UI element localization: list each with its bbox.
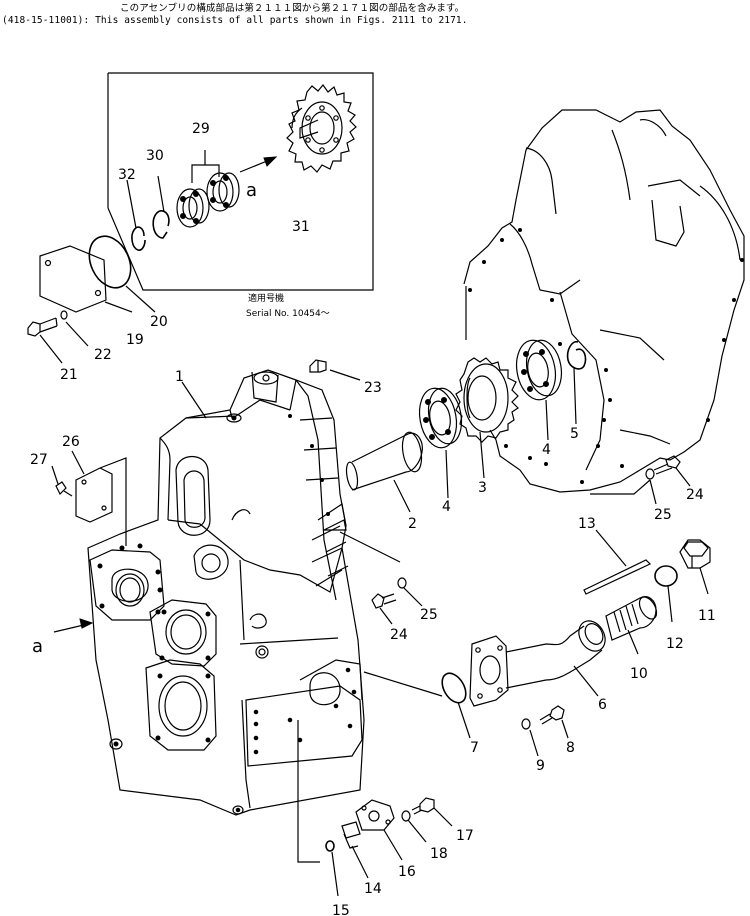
callout-6: 6 xyxy=(598,697,607,713)
drain-plug-assembly xyxy=(297,720,453,897)
header-note-jp: このアセンブリの構成部品は第２１１１図から第２１７１図の部品を含みます。 xyxy=(120,3,465,14)
callout-31: 31 xyxy=(292,219,310,235)
dowel-pin-23 xyxy=(309,359,361,381)
cover-26-screw-27 xyxy=(51,450,127,546)
level-gauge-13 xyxy=(583,529,652,595)
callout-21: 21 xyxy=(60,367,78,383)
filler-pipe-6 xyxy=(469,620,606,707)
bolt-24-washer-25-upper xyxy=(590,455,691,505)
gasket-12 xyxy=(654,565,678,623)
gear-3 xyxy=(455,357,519,479)
callout-16: 16 xyxy=(398,864,416,880)
view-arrow-inset: a xyxy=(239,156,278,201)
inset-frame xyxy=(107,72,374,291)
callout-17: 17 xyxy=(456,828,474,844)
sprocket-gear-31 xyxy=(286,84,357,173)
callout-22: 22 xyxy=(94,347,112,363)
callout-5: 5 xyxy=(570,426,579,442)
o-ring-7 xyxy=(363,671,471,739)
callout-19: 19 xyxy=(126,332,144,348)
callout-25-right: 25 xyxy=(654,507,672,523)
callout-18: 18 xyxy=(430,846,448,862)
callout-1: 1 xyxy=(175,369,184,385)
bearing-4-right xyxy=(515,339,563,441)
callout-13: 13 xyxy=(578,516,596,532)
callout-24-right: 24 xyxy=(686,487,704,503)
callout-10: 10 xyxy=(630,666,648,682)
callout-15: 15 xyxy=(332,903,350,916)
cap-11 xyxy=(679,539,711,595)
callout-26: 26 xyxy=(62,434,80,450)
callout-30: 30 xyxy=(146,148,164,164)
sleeve-2 xyxy=(345,431,423,513)
strainer-10 xyxy=(605,596,658,655)
bolt-24-washer-25-mid xyxy=(339,531,423,625)
callout-11: 11 xyxy=(698,608,716,624)
view-letter-inset: a xyxy=(246,180,257,201)
applicability-label: 適用号機 xyxy=(248,292,284,304)
serial-number-label: Serial No. 10454～ xyxy=(246,309,330,319)
callout-25-mid: 25 xyxy=(420,607,438,623)
rear-case xyxy=(463,109,745,493)
callout-24-mid: 24 xyxy=(390,627,408,643)
callout-14: 14 xyxy=(364,881,382,897)
callout-9: 9 xyxy=(536,758,545,774)
view-letter-main: a xyxy=(32,636,43,657)
callout-29: 29 xyxy=(192,121,210,137)
callout-labels: 1 2 3 4 4 5 6 7 8 9 10 11 12 13 14 15 16… xyxy=(30,121,716,916)
callout-4-left: 4 xyxy=(442,499,451,515)
callout-20: 20 xyxy=(150,314,168,330)
view-arrow-main: a xyxy=(32,618,94,657)
callout-12: 12 xyxy=(666,636,684,652)
bolt-21-washer-22 xyxy=(27,310,89,364)
cover-plate-19 xyxy=(39,245,107,313)
bearings-29 xyxy=(176,150,240,228)
callout-23: 23 xyxy=(364,380,382,396)
callout-7: 7 xyxy=(470,740,479,756)
header-note-en: (418-15-11001): This assembly consists o… xyxy=(2,15,468,26)
callout-2: 2 xyxy=(408,516,417,532)
callout-8: 8 xyxy=(566,740,575,756)
transmission-housing-1 xyxy=(87,369,365,816)
callout-4-right: 4 xyxy=(542,442,551,458)
snap-rings-30-32 xyxy=(126,175,170,251)
callout-3: 3 xyxy=(478,480,487,496)
bearing-4-left xyxy=(418,387,463,499)
callout-27: 27 xyxy=(30,452,48,468)
snap-ring-5 xyxy=(566,340,587,425)
o-ring-20 xyxy=(88,235,132,289)
bolt-8-washer-9 xyxy=(521,705,569,757)
callout-32: 32 xyxy=(118,167,136,183)
